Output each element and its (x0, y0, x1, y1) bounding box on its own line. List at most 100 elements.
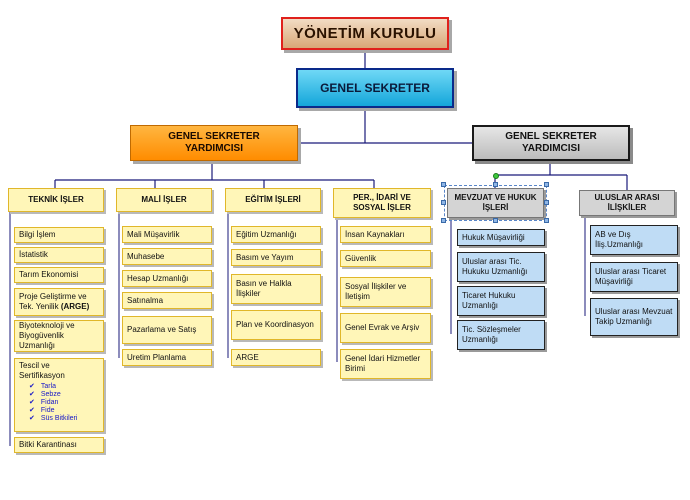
education-item[interactable]: Basım ve Yayım (231, 249, 321, 266)
education-item[interactable]: Plan ve Koordinasyon (231, 310, 321, 340)
personnel-item[interactable]: Genel Evrak ve Arşiv (340, 313, 431, 343)
personnel-item[interactable]: Sosyal İlişkiler ve İletişim (340, 277, 431, 307)
personnel-item-label: Genel İdari Hizmetler Birimi (345, 354, 421, 373)
dept-technical-header[interactable]: TEKNİK İŞLER (8, 188, 104, 212)
resize-handle-icon[interactable] (441, 200, 446, 205)
financial-item[interactable]: Satınalma (122, 292, 212, 309)
technical-item-label-wrap: Proje Geliştirme ve Tek. Yenilik (ARGE) (19, 292, 99, 312)
check-icon: ✔ (29, 399, 35, 406)
financial-item[interactable]: Pazarlama ve Satış (122, 316, 212, 344)
international-item-label: Uluslar arası Ticaret Müşavirliği (595, 267, 667, 286)
legal-item[interactable]: Ticaret Hukuku Uzmanlığı (457, 286, 545, 316)
education-item-label: Plan ve Koordinasyon (236, 320, 314, 329)
education-item-label: Basın ve Halkla İlişkiler (236, 279, 292, 298)
dept-legal-header[interactable]: MEVZUAT VE HUKUK İŞLERİ (447, 188, 544, 218)
deputy-right-line1: GENEL SEKRETER (505, 131, 597, 142)
education-item-label: Eğitim Uzmanlığı (236, 229, 297, 239)
financial-item-label: Muhasebe (127, 251, 165, 261)
financial-item[interactable]: Hesap Uzmanlığı (122, 270, 212, 287)
dept-education-title: EĞİTİM İŞLERİ (245, 195, 301, 204)
technical-item-label: Biyoteknoloji ve Biyogüvenlik Uzmanlığı (19, 321, 75, 350)
board-box[interactable]: YÖNETİM KURULU (281, 17, 449, 50)
international-item-label: AB ve Dış İliş.Uzmanlığı (595, 230, 644, 249)
education-item[interactable]: ARGE (231, 349, 321, 366)
international-item[interactable]: Uluslar arası Mevzuat Takip Uzmanlığı (590, 298, 678, 336)
resize-handle-icon[interactable] (544, 200, 549, 205)
sublist-item: ✔ Sebze (29, 391, 99, 399)
resize-handle-icon[interactable] (544, 218, 549, 223)
personnel-item[interactable]: İnsan Kaynakları (340, 226, 431, 243)
education-item[interactable]: Eğitim Uzmanlığı (231, 226, 321, 243)
personnel-item-label: İnsan Kaynakları (345, 229, 405, 239)
sublist-item: ✔ Tarla (29, 383, 99, 391)
resize-handle-icon[interactable] (544, 182, 549, 187)
personnel-item-label: Genel Evrak ve Arşiv (345, 323, 420, 332)
legal-item-label: Hukuk Müşavirliği (462, 232, 525, 242)
financial-item[interactable]: Muhasebe (122, 248, 212, 265)
dept-financial-header[interactable]: MALİ İŞLER (116, 188, 212, 212)
deputy-left-line1: GENEL SEKRETER (168, 131, 260, 142)
technical-item-label: Bitki Karantinası (19, 440, 77, 449)
financial-item[interactable]: Uretim Planlama (122, 349, 212, 366)
resize-handle-icon[interactable] (493, 218, 498, 223)
sublist-label: Fide (40, 407, 55, 414)
rotate-handle-icon[interactable] (493, 173, 499, 179)
technical-item-biotech[interactable]: Biyoteknoloji ve Biyogüvenlik Uzmanlığı (14, 320, 104, 352)
legal-item[interactable]: Uluslar arası Tic. Hukuku Uzmanlığı (457, 252, 545, 282)
secretary-title: GENEL SEKRETER (320, 81, 430, 95)
sublist-item: ✔ Süs Bitkileri (29, 415, 99, 423)
technical-item-project-dev[interactable]: Proje Geliştirme ve Tek. Yenilik (ARGE) (14, 288, 104, 316)
technical-item-agri-economics[interactable]: Tarım Ekonomisi (14, 267, 104, 283)
check-icon: ✔ (29, 415, 35, 422)
dept-financial-title: MALİ İŞLER (141, 195, 187, 204)
legal-item-label: Ticaret Hukuku Uzmanlığı (462, 291, 516, 310)
education-item[interactable]: Basın ve Halkla İlişkiler (231, 274, 321, 304)
personnel-item[interactable]: Genel İdari Hizmetler Birimi (340, 349, 431, 379)
selection-frame (444, 185, 547, 221)
deputy-left-box[interactable]: GENEL SEKRETER YARDIMCISI (130, 125, 298, 161)
registration-sublist: ✔ Tarla ✔ Sebze ✔ Fidan ✔Fide ✔ Süs Bitkiler… (29, 383, 99, 423)
dept-technical-title: TEKNİK İŞLER (28, 195, 84, 204)
dept-international-header[interactable]: ULUSLAR ARASI İLİŞKİLER (579, 190, 675, 216)
technical-item-quarantine[interactable]: Bitki Karantinası (14, 437, 104, 453)
resize-handle-icon[interactable] (441, 218, 446, 223)
personnel-item[interactable]: Güvenlik (340, 250, 431, 267)
financial-item-label: Mali Müşavirlik (127, 229, 180, 239)
legal-item[interactable]: Hukuk Müşavirliği (457, 229, 545, 246)
technical-item-registration[interactable]: Tescil ve Sertifikasyon ✔Tarla ✔Sebze ✔F… (14, 358, 104, 432)
legal-item-label: Tic. Sözleşmeler Uzmanlığı (462, 325, 521, 344)
legal-item[interactable]: Tic. Sözleşmeler Uzmanlığı (457, 320, 545, 350)
technical-item-bold-suffix: (ARGE) (60, 302, 90, 311)
technical-item-label: Tarım Ekonomisi (19, 270, 79, 279)
technical-item-it[interactable]: Bilgi İşlem (14, 227, 104, 243)
sublist-label: Süs Bitkileri (40, 415, 78, 422)
deputy-right-box[interactable]: GENEL SEKRETER YARDIMCISI (472, 125, 630, 161)
resize-handle-icon[interactable] (441, 182, 446, 187)
international-item[interactable]: AB ve Dış İliş.Uzmanlığı (590, 225, 678, 255)
sublist-label: Fidan (40, 399, 59, 406)
technical-item-label: Proje Geliştirme ve Tek. Yenilik (19, 292, 87, 311)
check-icon: ✔ (29, 391, 35, 398)
sublist-item: ✔ Fidan (29, 399, 99, 407)
financial-item-label: Satınalma (127, 295, 164, 305)
secretary-box[interactable]: GENEL SEKRETER (296, 68, 454, 108)
financial-item[interactable]: Mali Müşavirlik (122, 226, 212, 243)
dept-personnel-title: PER., İDARİ VE SOSYAL İŞLER (353, 193, 411, 212)
education-item-label: ARGE (236, 352, 259, 362)
international-item-label: Uluslar arası Mevzuat Takip Uzmanlığı (595, 307, 673, 326)
dept-personnel-header[interactable]: PER., İDARİ VE SOSYAL İŞLER (333, 188, 431, 218)
technical-item-label: İstatistik (19, 250, 48, 259)
international-item[interactable]: Uluslar arası Ticaret Müşavirliği (590, 262, 678, 292)
resize-handle-icon[interactable] (493, 182, 498, 187)
sublist-label: Tarla (40, 383, 57, 390)
dept-education-header[interactable]: EĞİTİM İŞLERİ (225, 188, 321, 212)
financial-item-label: Pazarlama ve Satış (127, 325, 197, 334)
technical-item-statistics[interactable]: İstatistik (14, 247, 104, 263)
education-item-label: Basım ve Yayım (236, 252, 294, 262)
financial-item-label: Hesap Uzmanlığı (127, 273, 189, 283)
sublist-item: ✔Fide (29, 407, 99, 415)
sublist-label: Sebze (40, 391, 61, 398)
check-icon: ✔ (29, 383, 35, 390)
legal-item-label: Uluslar arası Tic. Hukuku Uzmanlığı (462, 257, 528, 276)
